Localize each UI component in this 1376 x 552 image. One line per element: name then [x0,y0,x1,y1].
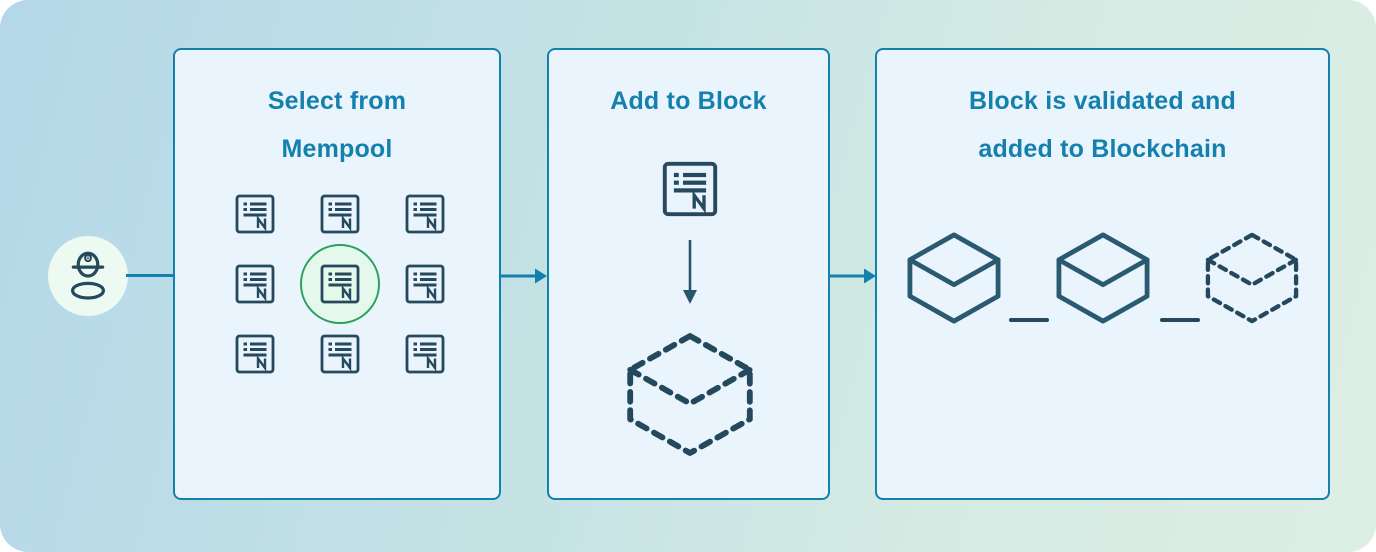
panel-title-line: Select from [267,87,407,115]
transaction-icon [235,194,275,234]
panel-title: Select from Mempool [175,77,499,173]
miner-icon [70,251,106,300]
panel-title: Add to Block [549,77,828,125]
panel-title: Block is validated and added to Blockcha… [877,77,1328,173]
transaction-icon-selected [300,244,380,324]
miner-connector-line [126,274,174,277]
transaction-icon [405,194,445,234]
transaction-icon [320,334,360,374]
panel-blockchain: Block is validated and added to Blockcha… [875,48,1330,500]
chain-link-line [1160,318,1200,322]
transaction-icon [235,264,275,304]
transaction-icon [405,264,445,304]
cube-icon [906,232,1002,324]
dashed-cube-icon [625,332,755,457]
panel-title-line: Block is validated and [969,87,1236,115]
cube-icon [1055,232,1151,324]
transaction-icon [320,194,360,234]
panel-add-to-block: Add to Block [547,48,830,500]
arrow-right-icon [830,268,876,284]
panel-title-line: Add to Block [610,87,767,115]
transaction-icon [405,334,445,374]
panel-select-from-mempool: Select from Mempool [173,48,501,500]
chain-link-line [1009,318,1049,322]
transaction-icon [235,334,275,374]
panel-title-line: added to Blockchain [978,135,1227,163]
miner-avatar [48,236,128,316]
mempool-transaction-grid [235,194,445,374]
transaction-icon [662,161,718,217]
arrow-right-icon [501,268,547,284]
arrow-down-icon [683,240,697,304]
dashed-cube-icon [1204,232,1300,324]
panel-title-line: Mempool [281,135,393,163]
